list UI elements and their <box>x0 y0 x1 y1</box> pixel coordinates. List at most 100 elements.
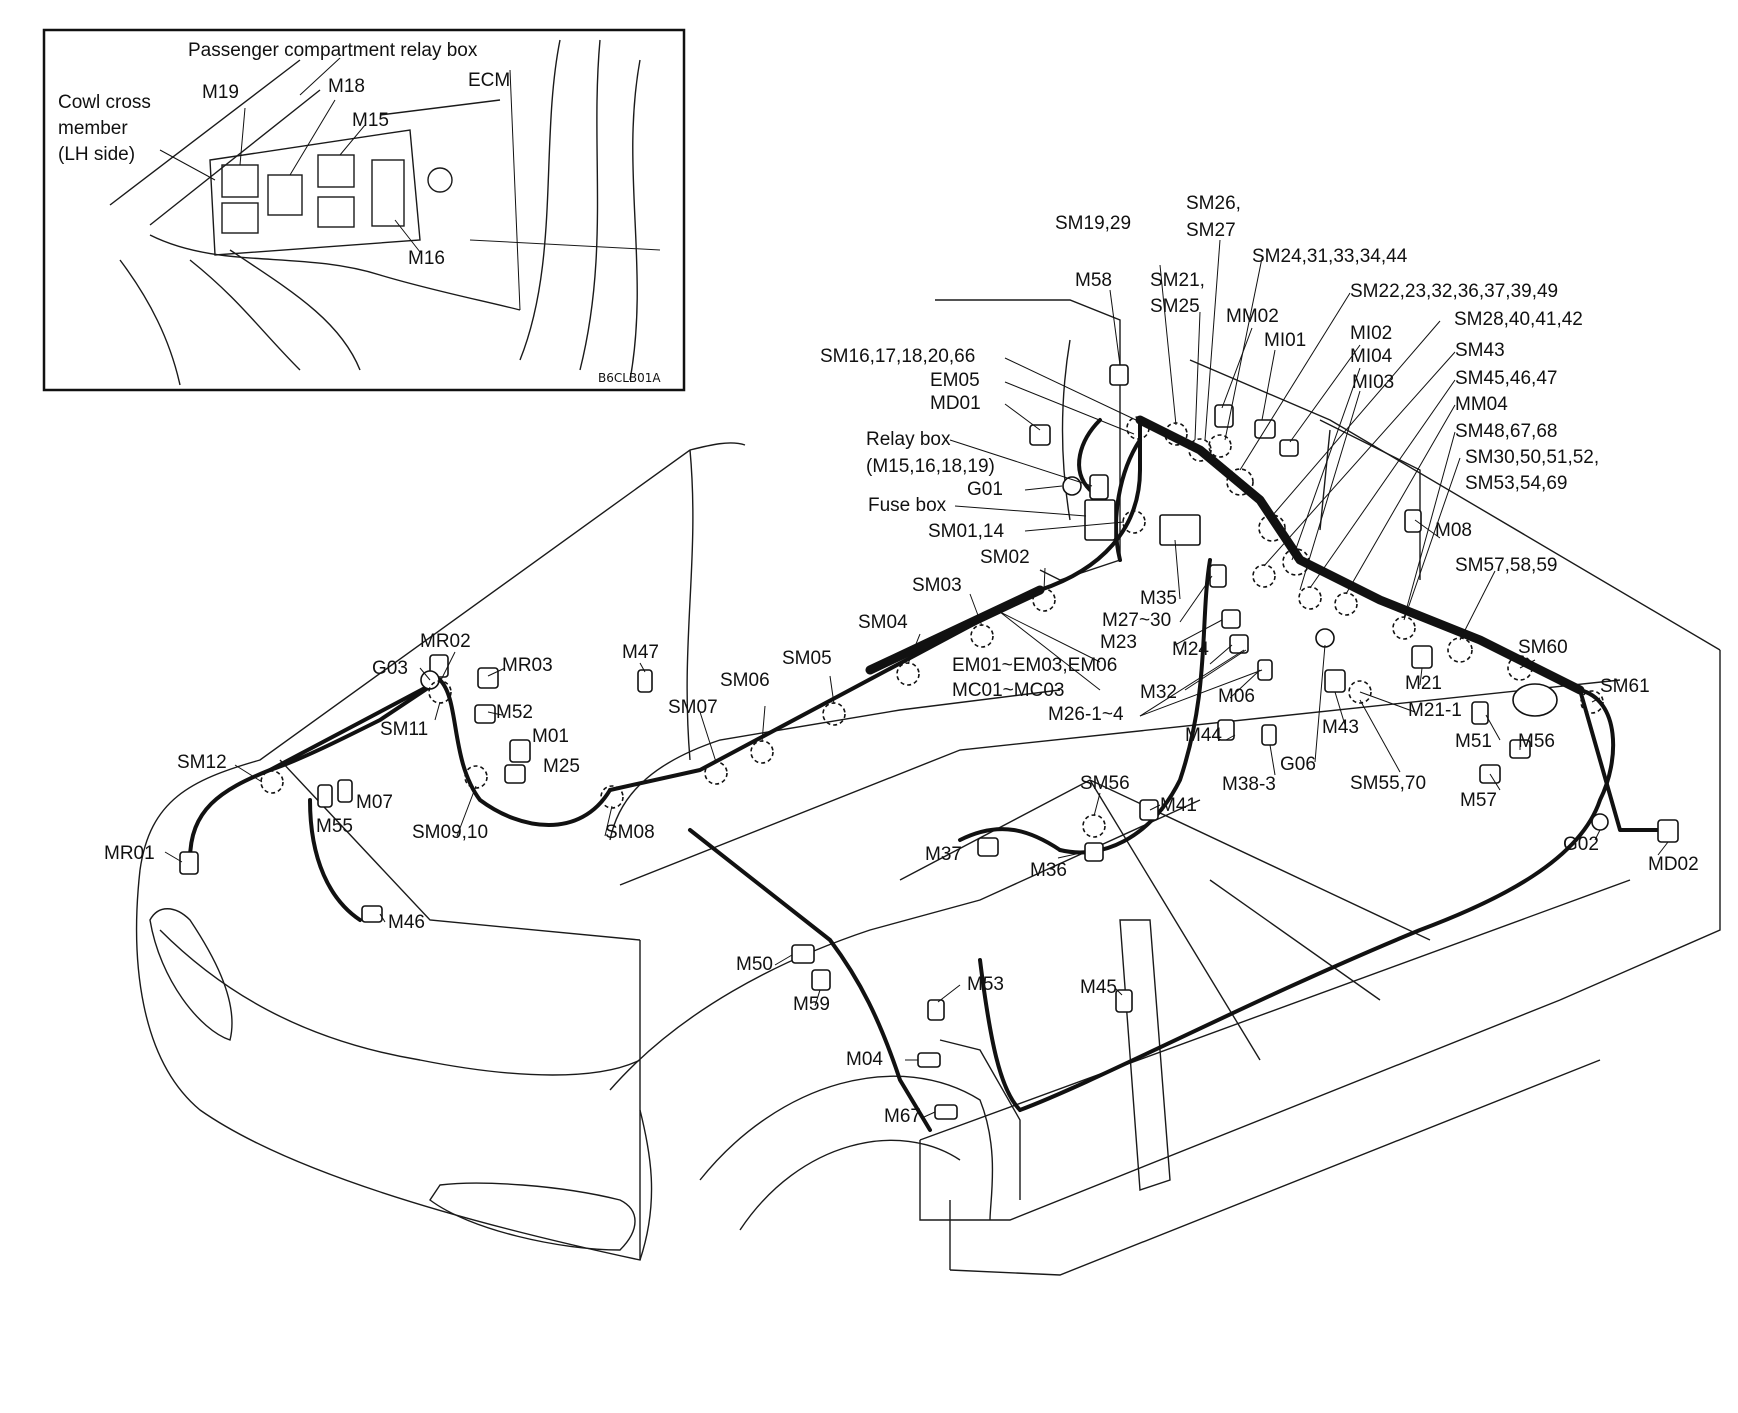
inset-panel: Passenger compartment relay box ECM Cowl… <box>42 28 686 392</box>
connector-md01 <box>1029 424 1051 446</box>
connector-m43 <box>1324 669 1346 693</box>
harness-front-right-down <box>688 828 932 1132</box>
label-m36: M36 <box>1030 860 1067 881</box>
leader-m44 <box>1225 734 1236 741</box>
rocker-upper <box>919 879 1631 1141</box>
connector-m55 <box>317 784 333 808</box>
inset-right-panel-3 <box>629 59 641 381</box>
leader-mc01 <box>999 611 1101 691</box>
connector-m50 <box>791 944 815 964</box>
inset-leader-cowl <box>159 149 216 181</box>
connector-m37 <box>977 837 999 857</box>
connector-mr03 <box>477 667 499 689</box>
label-sm56: SM56 <box>1080 773 1130 794</box>
label-m53: M53 <box>967 974 1004 995</box>
leader-m26-b <box>1139 669 1263 717</box>
harness-md02-branch <box>1578 688 1662 832</box>
label-m41: M41 <box>1160 795 1197 816</box>
splice-sm02 <box>1032 588 1056 612</box>
splice-sm06 <box>750 740 774 764</box>
inset-relay-m18 <box>267 174 303 216</box>
sill-lower <box>949 1059 1601 1276</box>
harness-front-loop <box>438 678 612 827</box>
inset-lower-curve-2 <box>189 259 301 371</box>
splice-sm09-10 <box>464 765 488 789</box>
label-sm21: SM21, <box>1150 270 1205 291</box>
leader-g06 <box>1314 644 1326 763</box>
splice-sm30 <box>1392 616 1416 640</box>
label-sm61: SM61 <box>1600 676 1650 697</box>
connector-m59 <box>811 969 831 991</box>
inset-leader-m15 <box>339 124 366 156</box>
front-wheel-arch-inner <box>739 1139 961 1231</box>
leader-m67 <box>923 1111 936 1118</box>
label-sm24: SM24,31,33,34,44 <box>1252 246 1408 267</box>
leader-sm48 <box>1403 431 1456 619</box>
splice-sm61 <box>1580 690 1604 714</box>
leader-sm07 <box>699 711 717 763</box>
label-m50: M50 <box>736 954 773 975</box>
connector-m01 <box>509 739 531 763</box>
harness-firewall-main <box>608 608 1002 792</box>
label-m47: M47 <box>622 642 659 663</box>
connector-sm60-cylinder <box>1512 683 1558 717</box>
inset-label-m19: M19 <box>202 82 239 103</box>
leader-sm24 <box>1224 257 1263 441</box>
dash-lower-edge <box>609 689 1061 841</box>
leader-sm22 <box>1239 292 1351 471</box>
label-g03: G03 <box>372 658 408 679</box>
leader-sm08 <box>604 805 613 837</box>
harness-center-down <box>1058 558 1212 855</box>
label-sm06: SM06 <box>720 670 770 691</box>
label-m55: M55 <box>316 816 353 837</box>
splice-sm12 <box>260 770 284 794</box>
label-sm53: SM53,54,69 <box>1465 473 1567 494</box>
label-sm27: SM27 <box>1186 220 1236 241</box>
a-pillar-lower <box>939 1039 1021 1200</box>
splice-sm22 <box>1258 514 1286 542</box>
labels: SM19,29 SM26, SM27 SM24,31,33,34,44 M58 … <box>104 193 1699 1127</box>
inset-leader-ecm <box>509 69 521 311</box>
inset-leader-m19 <box>239 107 246 166</box>
leader-mi03 <box>1299 390 1361 591</box>
label-m06: M06 <box>1218 686 1255 707</box>
leader-m08 <box>1414 519 1441 539</box>
inset-ecm-knob <box>427 167 453 193</box>
label-m57: M57 <box>1460 790 1497 811</box>
label-md01: MD01 <box>930 393 981 414</box>
connector-m38-3 <box>1261 724 1277 746</box>
connector-m07 <box>337 779 353 803</box>
label-sm03: SM03 <box>912 575 962 596</box>
harness-firewall-thick <box>865 585 1045 675</box>
inset-frame <box>42 28 686 392</box>
label-mi02: MI02 <box>1350 323 1392 344</box>
leader-sm05 <box>829 675 835 705</box>
connector-mr01 <box>179 851 199 875</box>
leader-m26-a <box>1139 649 1245 717</box>
label-sm07: SM07 <box>668 697 718 718</box>
label-m46: M46 <box>388 912 425 933</box>
label-g06: G06 <box>1280 754 1316 775</box>
splice-sm24 <box>1226 468 1254 496</box>
label-mm04: MM04 <box>1455 394 1508 415</box>
label-m38-3: M38-3 <box>1222 774 1276 795</box>
connector-md02 <box>1657 819 1679 843</box>
leader-sm30 <box>1403 457 1461 621</box>
harness-wires <box>188 415 1662 1132</box>
leader-sm45 <box>1309 379 1456 589</box>
label-m04: M04 <box>846 1049 883 1070</box>
leader-em01 <box>999 611 1101 663</box>
leader-sm02 <box>1043 567 1046 591</box>
leader-sm06 <box>761 705 766 743</box>
label-sm19-29: SM19,29 <box>1055 213 1131 234</box>
splice-sm57 <box>1447 637 1473 663</box>
leader-sm61 <box>1591 697 1601 703</box>
label-mi01: MI01 <box>1264 330 1306 351</box>
label-m23: M23 <box>1100 632 1137 653</box>
label-sm05: SM05 <box>782 648 832 669</box>
leader-mr01 <box>164 851 183 863</box>
leader-sm16 <box>1004 357 1137 421</box>
leader-mi01 <box>1261 349 1276 421</box>
label-m21: M21 <box>1405 673 1442 694</box>
floor-cross-rib <box>1209 879 1381 1001</box>
